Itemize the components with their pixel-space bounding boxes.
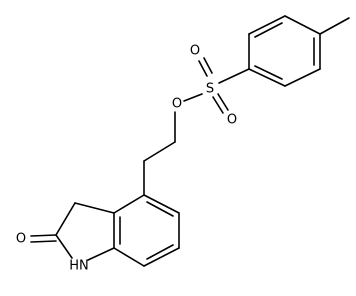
bond-carbonyl-b xyxy=(30,240,57,243)
sulfur-atom-label: S xyxy=(206,82,214,97)
carbonyl-oxygen-label: O xyxy=(16,232,26,247)
bond-ring-e xyxy=(248,15,286,35)
sulfonyl-oxygen-top-label: O xyxy=(190,44,200,59)
bond-carbonyl-a xyxy=(30,234,57,237)
oxindole-ring: O HN xyxy=(16,194,180,274)
bond-benz-f xyxy=(113,194,145,214)
bond-aryl-sulfur xyxy=(218,68,250,84)
bond-c2-n1 xyxy=(55,234,73,259)
bond-sulfur-oxygen-top-b xyxy=(203,57,213,74)
bond-sulfur-oxygen-top-a xyxy=(198,60,208,77)
bond-benz-inner-2 xyxy=(146,244,174,260)
bond-ring-c xyxy=(248,68,286,87)
bond-ring-inner-2 xyxy=(254,65,283,80)
bond-ring-b xyxy=(284,68,321,87)
lactam-nh-label: HN xyxy=(69,259,89,274)
toluene-ring xyxy=(248,15,350,87)
bond-sulfur-oxygen-ester xyxy=(183,93,203,102)
bond-c3-c2 xyxy=(55,202,76,236)
bond-benz-c xyxy=(143,247,180,267)
bond-c3-c3a xyxy=(74,202,115,214)
ethyl-linker xyxy=(143,111,176,196)
bond-benz-inner-1 xyxy=(146,201,174,217)
bond-benz-a xyxy=(143,194,180,214)
bond-ring-f xyxy=(284,15,321,35)
bond-ch2-ch2 xyxy=(143,141,176,162)
bond-sulfur-oxygen-bottom-b xyxy=(217,93,229,111)
sulfonyl-oxygen-bottom-label: O xyxy=(227,113,237,128)
bond-methyl xyxy=(319,17,350,35)
bond-sulfur-oxygen-bottom-a xyxy=(212,96,224,114)
ester-oxygen-label: O xyxy=(172,97,182,112)
bond-benz-d xyxy=(113,247,145,267)
bond-n1-c7a xyxy=(87,247,115,261)
bond-ring-inner-3 xyxy=(254,22,283,38)
sulfonyl-group: S O O O xyxy=(172,44,250,128)
